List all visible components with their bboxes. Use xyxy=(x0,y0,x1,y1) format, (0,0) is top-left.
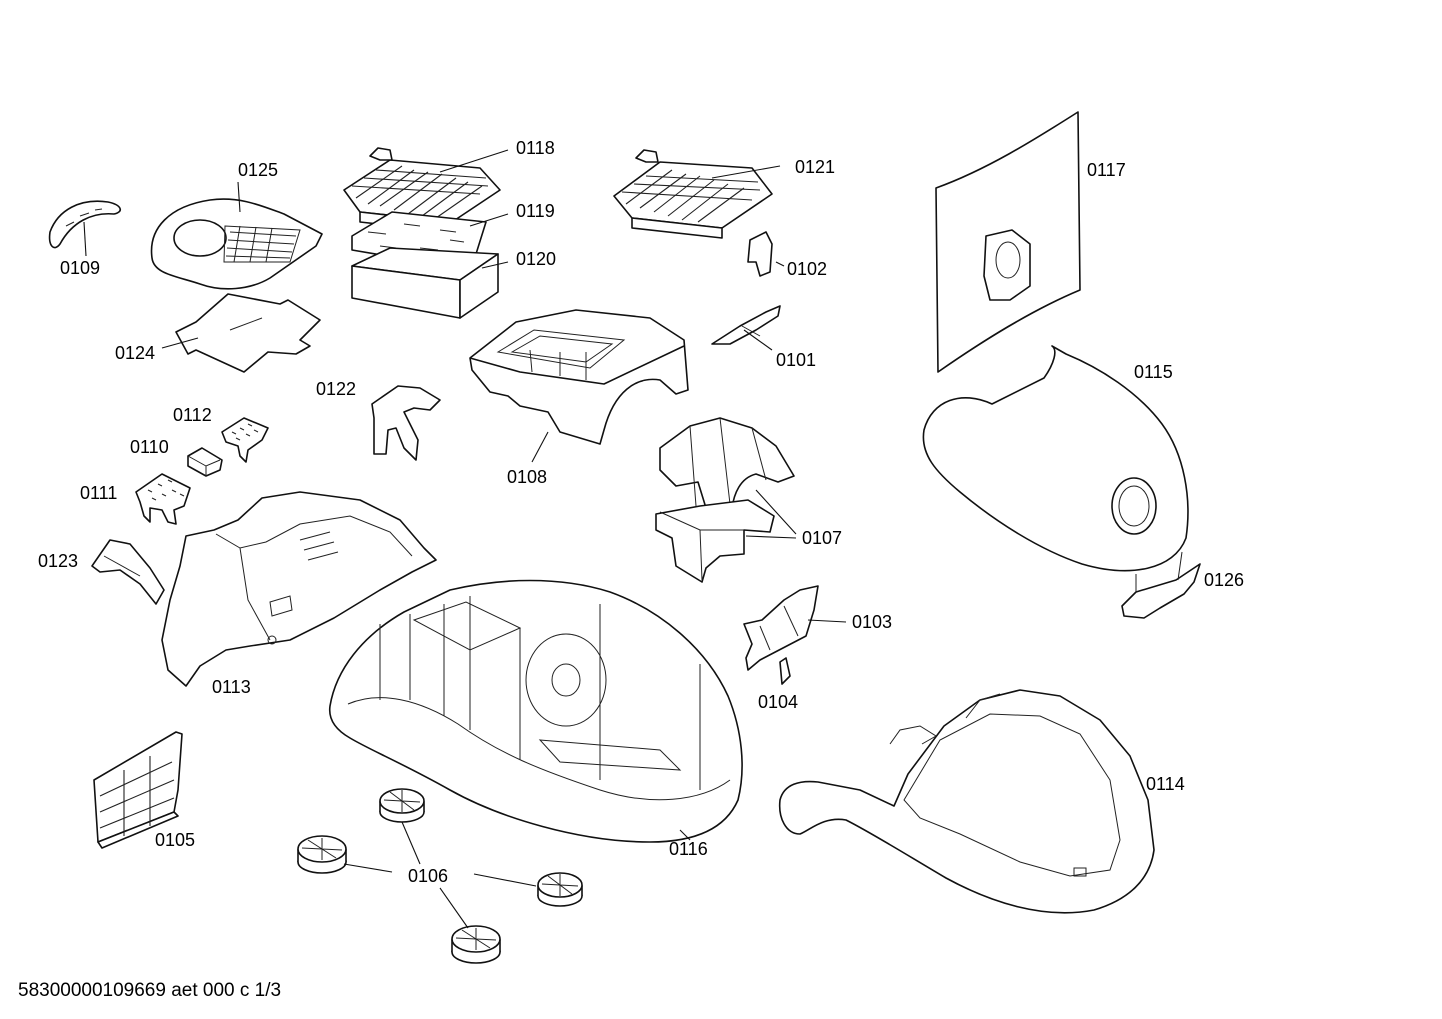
part-0106-caster-4 xyxy=(451,925,501,964)
label-0115: 0115 xyxy=(1134,362,1173,382)
part-0110-drawing xyxy=(187,447,223,477)
label-0110: 0110 xyxy=(130,437,169,457)
part-0123-drawing xyxy=(91,539,165,605)
part-0126-drawing xyxy=(1121,551,1201,619)
label-0125: 0125 xyxy=(238,160,278,180)
label-0107: 0107 xyxy=(802,528,842,548)
part-0120-drawing xyxy=(351,247,499,319)
label-0119: 0119 xyxy=(516,201,555,221)
leader-0102 xyxy=(775,261,785,267)
part-0107-drawing xyxy=(655,417,795,583)
leader-0118 xyxy=(439,149,509,173)
leader-0109 xyxy=(83,221,87,257)
part-0122-drawing xyxy=(371,385,441,461)
part-0109-drawing xyxy=(48,200,121,249)
part-0103-drawing xyxy=(743,585,819,671)
label-0118: 0118 xyxy=(516,138,555,158)
part-0111-drawing xyxy=(135,473,191,525)
label-0104: 0104 xyxy=(758,692,798,712)
part-0106-caster-1 xyxy=(379,788,425,823)
leader-0120 xyxy=(481,261,509,269)
part-0104-drawing xyxy=(779,657,791,685)
label-0112: 0112 xyxy=(173,405,212,425)
part-0113-drawing xyxy=(161,491,437,687)
label-0114: 0114 xyxy=(1146,774,1185,794)
part-0114-drawing xyxy=(778,689,1155,914)
label-0120: 0120 xyxy=(516,249,556,269)
leader-0124 xyxy=(161,337,199,349)
leader-0116 xyxy=(679,829,691,841)
leader-0121 xyxy=(711,165,781,179)
label-0109: 0109 xyxy=(60,258,100,278)
label-0105: 0105 xyxy=(155,830,195,850)
label-0126: 0126 xyxy=(1204,570,1244,590)
label-0121: 0121 xyxy=(795,157,835,177)
label-0116: 0116 xyxy=(669,839,708,859)
leader-0119 xyxy=(469,213,509,227)
part-0117-drawing xyxy=(935,111,1081,373)
part-0105-drawing xyxy=(93,731,183,849)
label-0103: 0103 xyxy=(852,612,892,632)
leader-0101 xyxy=(743,329,773,351)
label-0113: 0113 xyxy=(212,677,251,697)
part-0124-drawing xyxy=(175,293,321,373)
label-0102: 0102 xyxy=(787,259,827,279)
leader-0106c xyxy=(473,873,537,887)
part-0125-drawing xyxy=(150,198,323,290)
label-0106: 0106 xyxy=(408,866,448,886)
leader-0106d xyxy=(439,887,469,929)
label-0101: 0101 xyxy=(776,350,816,370)
part-0116-drawing xyxy=(328,579,743,843)
part-0121-drawing xyxy=(613,149,773,239)
part-0102-drawing xyxy=(747,231,773,277)
leader-0106a xyxy=(401,821,421,865)
leader-0103 xyxy=(807,619,847,623)
leader-0108 xyxy=(531,431,549,463)
part-0106-caster-2 xyxy=(297,835,347,874)
part-0115-drawing xyxy=(922,345,1189,572)
part-0108-drawing xyxy=(469,309,689,445)
part-0101-drawing xyxy=(711,305,781,345)
document-id-footer: 58300000109669 aet 000 c 1/3 xyxy=(18,980,282,1001)
label-0122: 0122 xyxy=(316,379,356,399)
part-0112-drawing xyxy=(221,417,269,463)
label-0117: 0117 xyxy=(1087,160,1126,180)
leader-0107b xyxy=(745,535,797,539)
label-0123: 0123 xyxy=(38,551,78,571)
leader-0107a xyxy=(755,489,797,535)
label-0124: 0124 xyxy=(115,343,155,363)
part-0106-caster-3 xyxy=(537,872,583,907)
label-0111: 0111 xyxy=(80,483,117,503)
leader-0125 xyxy=(237,181,241,213)
leader-0106b xyxy=(343,863,393,873)
label-0108: 0108 xyxy=(507,467,547,487)
